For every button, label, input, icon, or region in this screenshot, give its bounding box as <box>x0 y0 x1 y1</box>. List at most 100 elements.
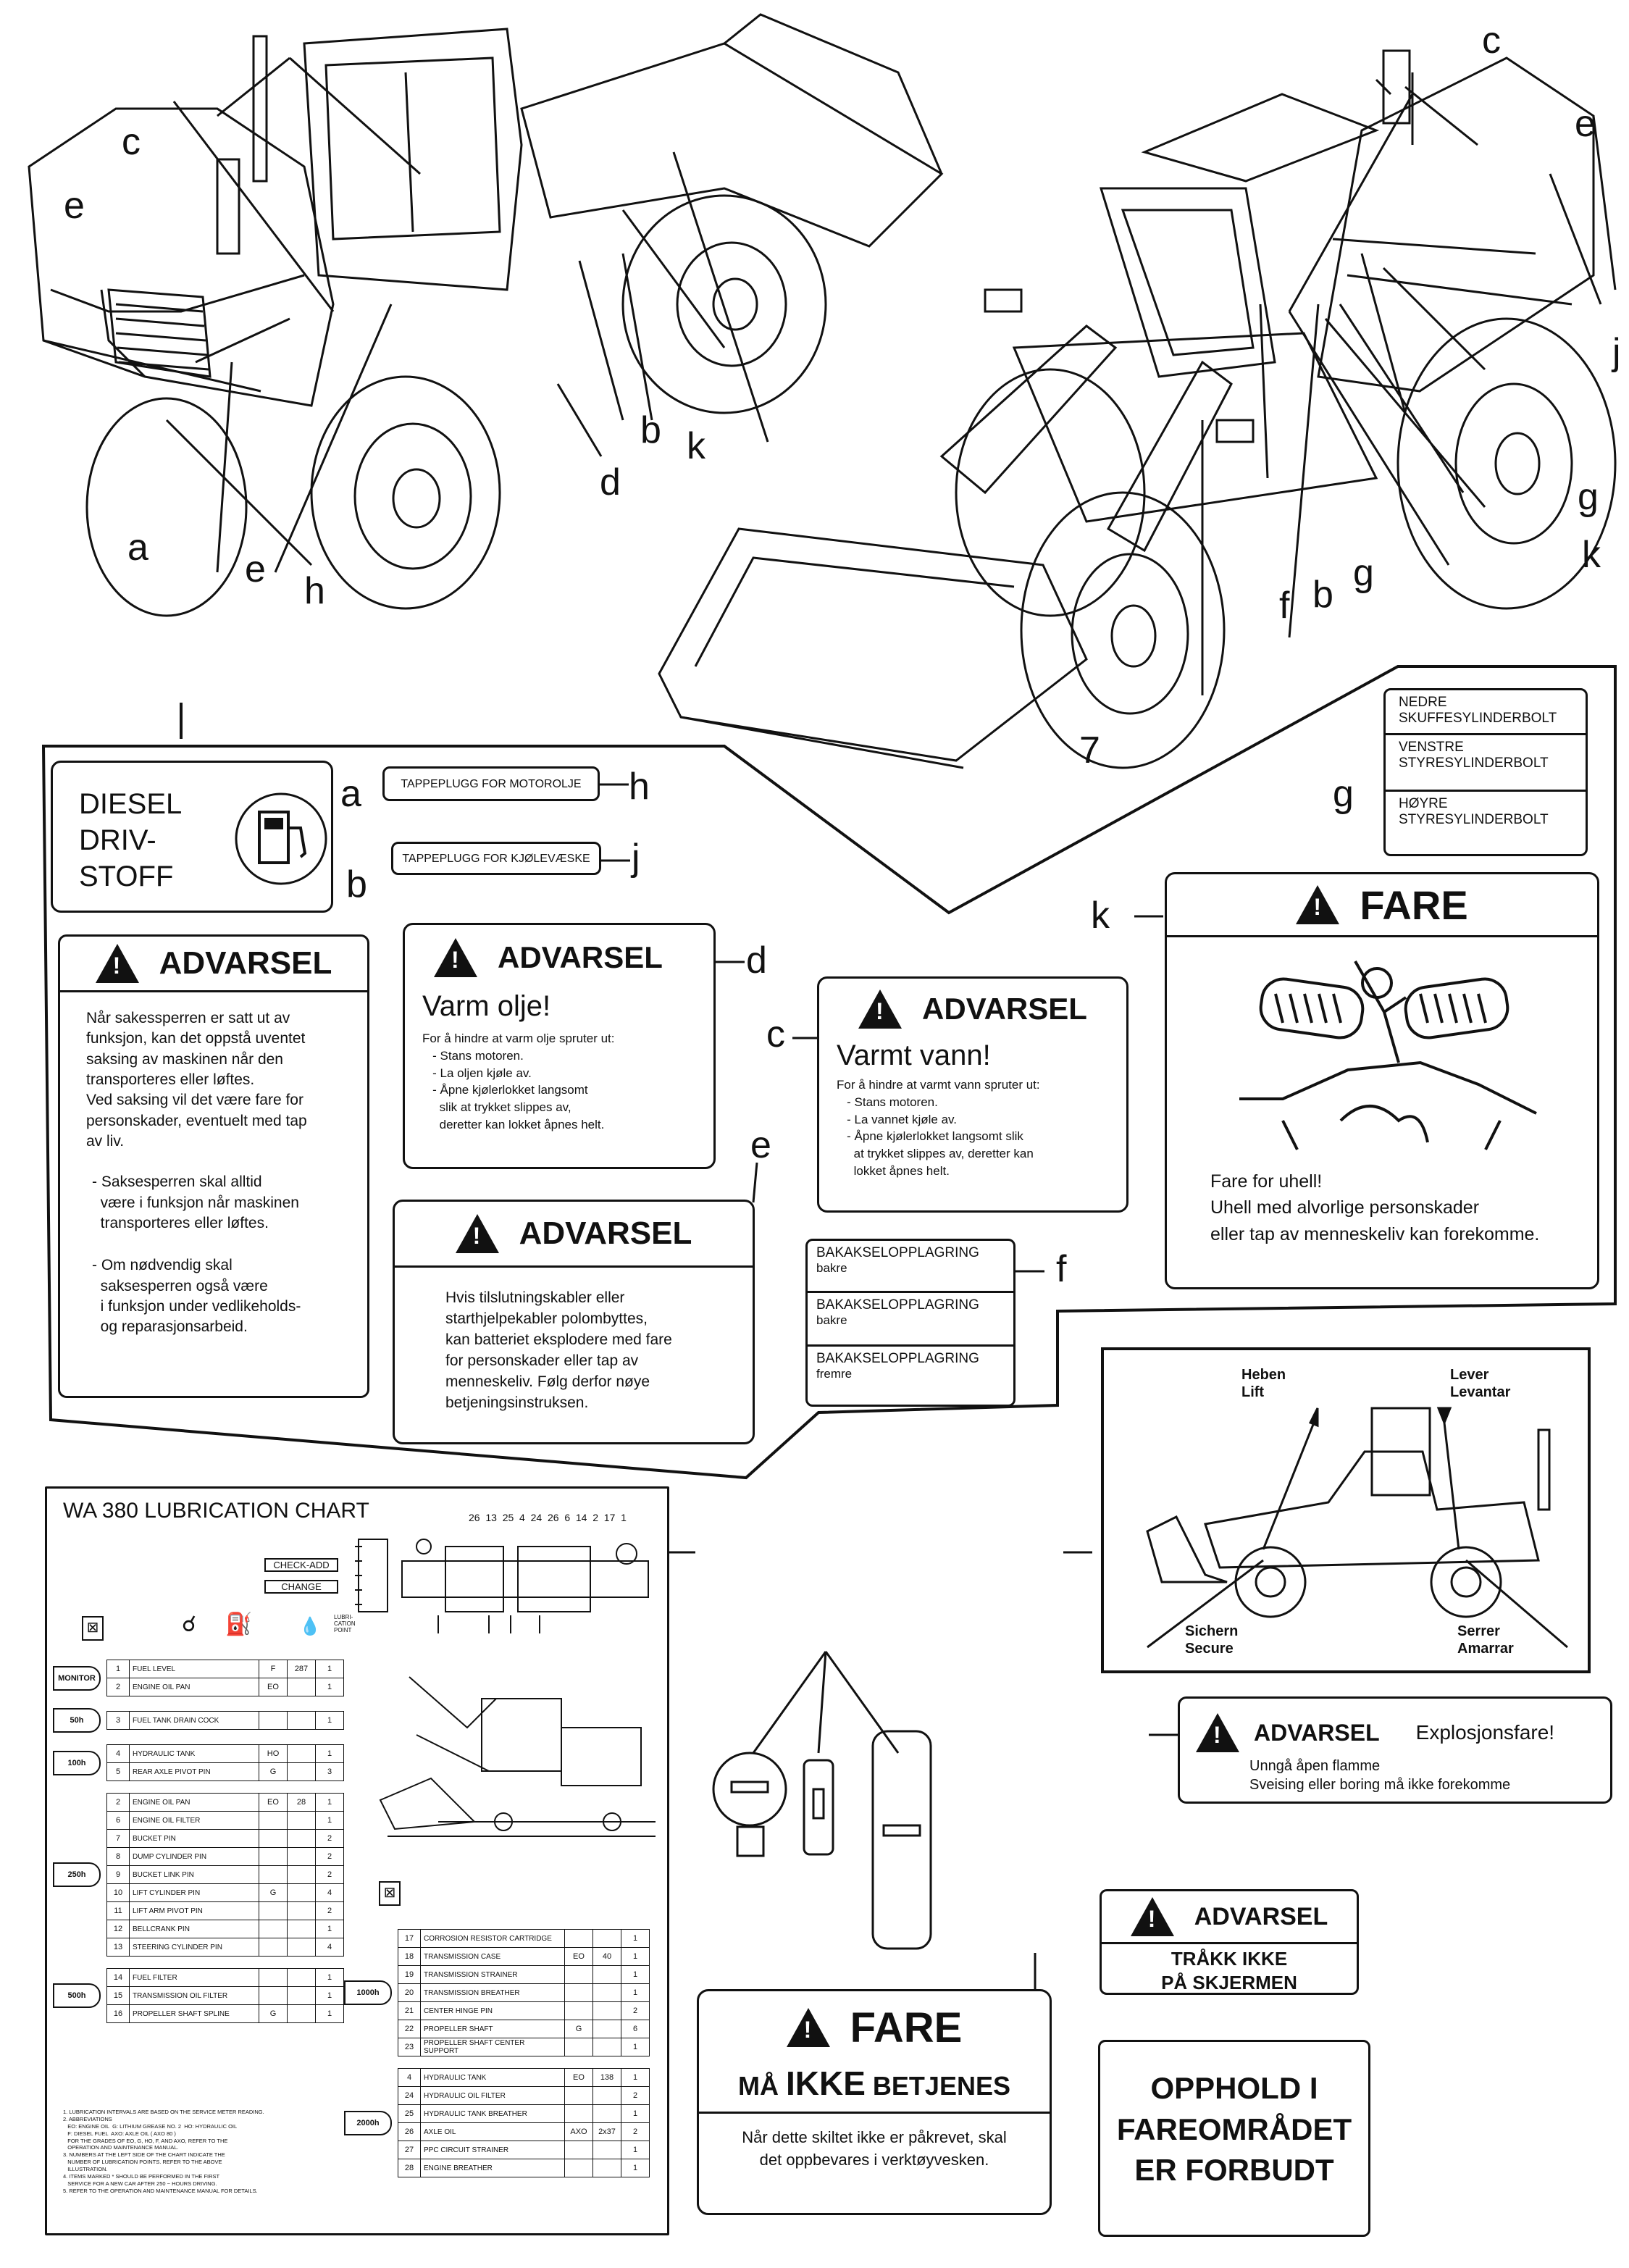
lube-cell: TRANSMISSION BREATHER <box>420 1983 565 2002</box>
lube-cell: TRANSMISSION STRAINER <box>420 1965 565 1984</box>
do-not-step-on-screen-decal: ADVARSEL TRÅKK IKKE PÅ SKJERMEN <box>1100 1889 1359 1995</box>
explosion-title: Explosjonsfare! <box>1415 1721 1555 1744</box>
lube-interval-tag: 1000h <box>344 1980 392 2005</box>
lube-cell <box>287 2004 316 2023</box>
callout-e-left-top: e <box>64 185 85 227</box>
callout-h-left: h <box>304 570 325 612</box>
label-j-text: TAPPEPLUGG FOR KJØLEVÆSKE <box>402 853 590 865</box>
lube-cell <box>564 1983 593 2002</box>
lube-interval-tag: 500h <box>53 1983 101 2008</box>
lube-cell: PROPELLER SHAFT <box>420 2020 565 2038</box>
lube-cell: 1 <box>315 1678 344 1696</box>
lube-cell: 20 <box>398 1983 421 2002</box>
lift-label: Heben Lift <box>1241 1367 1286 1400</box>
lube-cell: 1 <box>621 1965 650 1984</box>
lube-cell <box>287 1986 316 2005</box>
lube-cell: EO <box>259 1678 288 1696</box>
danger-zone-text: OPPHOLD I FAREOMRÅDET ER FORBUDT <box>1116 2071 1352 2188</box>
lube-cell: 3 <box>106 1711 130 1730</box>
lube-cell <box>287 1829 316 1848</box>
wheel-loader-rear-view-drawing <box>28 13 944 617</box>
lube-cell: 17 <box>398 1929 421 1948</box>
explosion-warning-decal: ADVARSEL Explosjonsfare! Unngå åpen flam… <box>1178 1696 1612 1804</box>
lube-lubrication-point-label: LUBRI- CATION POINT <box>334 1614 356 1633</box>
callout-b-left: b <box>640 409 661 451</box>
lube-cell: BUCKET LINK PIN <box>129 1865 259 1884</box>
lube-cell: 1 <box>621 1947 650 1966</box>
lube-cell <box>592 2020 621 2038</box>
lube-cell: 6 <box>621 2020 650 2038</box>
lube-check-add-label: CHECK-ADD <box>264 1558 338 1572</box>
lube-cell <box>287 1865 316 1884</box>
lube-cell <box>592 2159 621 2177</box>
lube-cell: G <box>259 1883 288 1902</box>
lube-cell: 23 <box>398 2038 421 2056</box>
label-b-bullet-2: - Om nødvendig skal saksesperren også væ… <box>92 1257 301 1336</box>
lube-cell: 2 <box>621 2122 650 2141</box>
lube-cell: 22 <box>398 2020 421 2038</box>
label-d-title: Varm olje! <box>422 990 551 1022</box>
lube-cell: 14 <box>106 1968 130 1987</box>
lube-cell: 7 <box>106 1829 130 1848</box>
lube-notes: 1. LUBRICATION INTERVALS ARE BASED ON TH… <box>63 2109 264 2194</box>
lube-cell <box>564 2086 593 2105</box>
lube-cell <box>287 1847 316 1866</box>
lube-cell <box>287 1968 316 1987</box>
lube-cell: TRANSMISSION OIL FILTER <box>129 1986 259 2005</box>
label-d-letter: d <box>746 940 767 982</box>
lube-cell: 1 <box>621 2159 650 2177</box>
lube-cell: 26 <box>398 2122 421 2141</box>
lube-cell <box>564 1965 593 1984</box>
lube-cell: CENTER HINGE PIN <box>420 2001 565 2020</box>
lube-cell <box>287 1883 316 1902</box>
lube-cell: 2 <box>621 2086 650 2105</box>
lube-cell <box>592 1983 621 2002</box>
label-g-row-3: HØYRE STYRESYLINDERBOLT <box>1399 796 1549 827</box>
label-c-title: Varmt vann! <box>837 1039 991 1071</box>
lubrication-chart-decal: WA 380 LUBRICATION CHART CHECK-ADD CHANG… <box>45 1486 669 2235</box>
label-k-letter: k <box>1091 895 1110 937</box>
callout-c-right: c <box>1482 20 1501 62</box>
lube-cell: 8 <box>106 1847 130 1866</box>
lube-cell <box>259 1938 288 1957</box>
leader-lube-chart <box>669 1551 695 1554</box>
lube-cell: 5 <box>106 1762 130 1781</box>
label-d-body: For å hindre at varm olje spruter ut: - … <box>422 1032 615 1131</box>
decal-c-hot-water-warning: ADVARSEL Varmt vann! For å hindre at var… <box>817 976 1128 1213</box>
lube-cell: 1 <box>621 1929 650 1948</box>
callout-d-left: d <box>600 461 621 503</box>
label-c-body: For å hindre at varmt vann spruter ut: -… <box>837 1078 1040 1178</box>
lube-cell: 1 <box>621 2068 650 2087</box>
lube-cell: 2x37 <box>592 2122 621 2141</box>
lube-cell <box>287 1811 316 1830</box>
lube-cell: FUEL FILTER <box>129 1968 259 1987</box>
lube-cell <box>259 1968 288 1987</box>
lube-cell: 13 <box>106 1938 130 1957</box>
warning-triangle-icon <box>1296 885 1340 924</box>
lube-cell: 12 <box>106 1920 130 1938</box>
oil-drop-icon: 💧 <box>299 1617 321 1636</box>
lube-interval-tag: MONITOR <box>53 1665 101 1691</box>
lube-cell <box>259 1829 288 1848</box>
callout-k-left: k <box>687 425 705 467</box>
lube-cell: 4 <box>315 1938 344 1957</box>
fare-bottom-title: MÅ IKKE BETJENES <box>699 2064 1050 2114</box>
label-g-row-2: VENSTRE STYRESYLINDERBOLT <box>1386 735 1586 792</box>
